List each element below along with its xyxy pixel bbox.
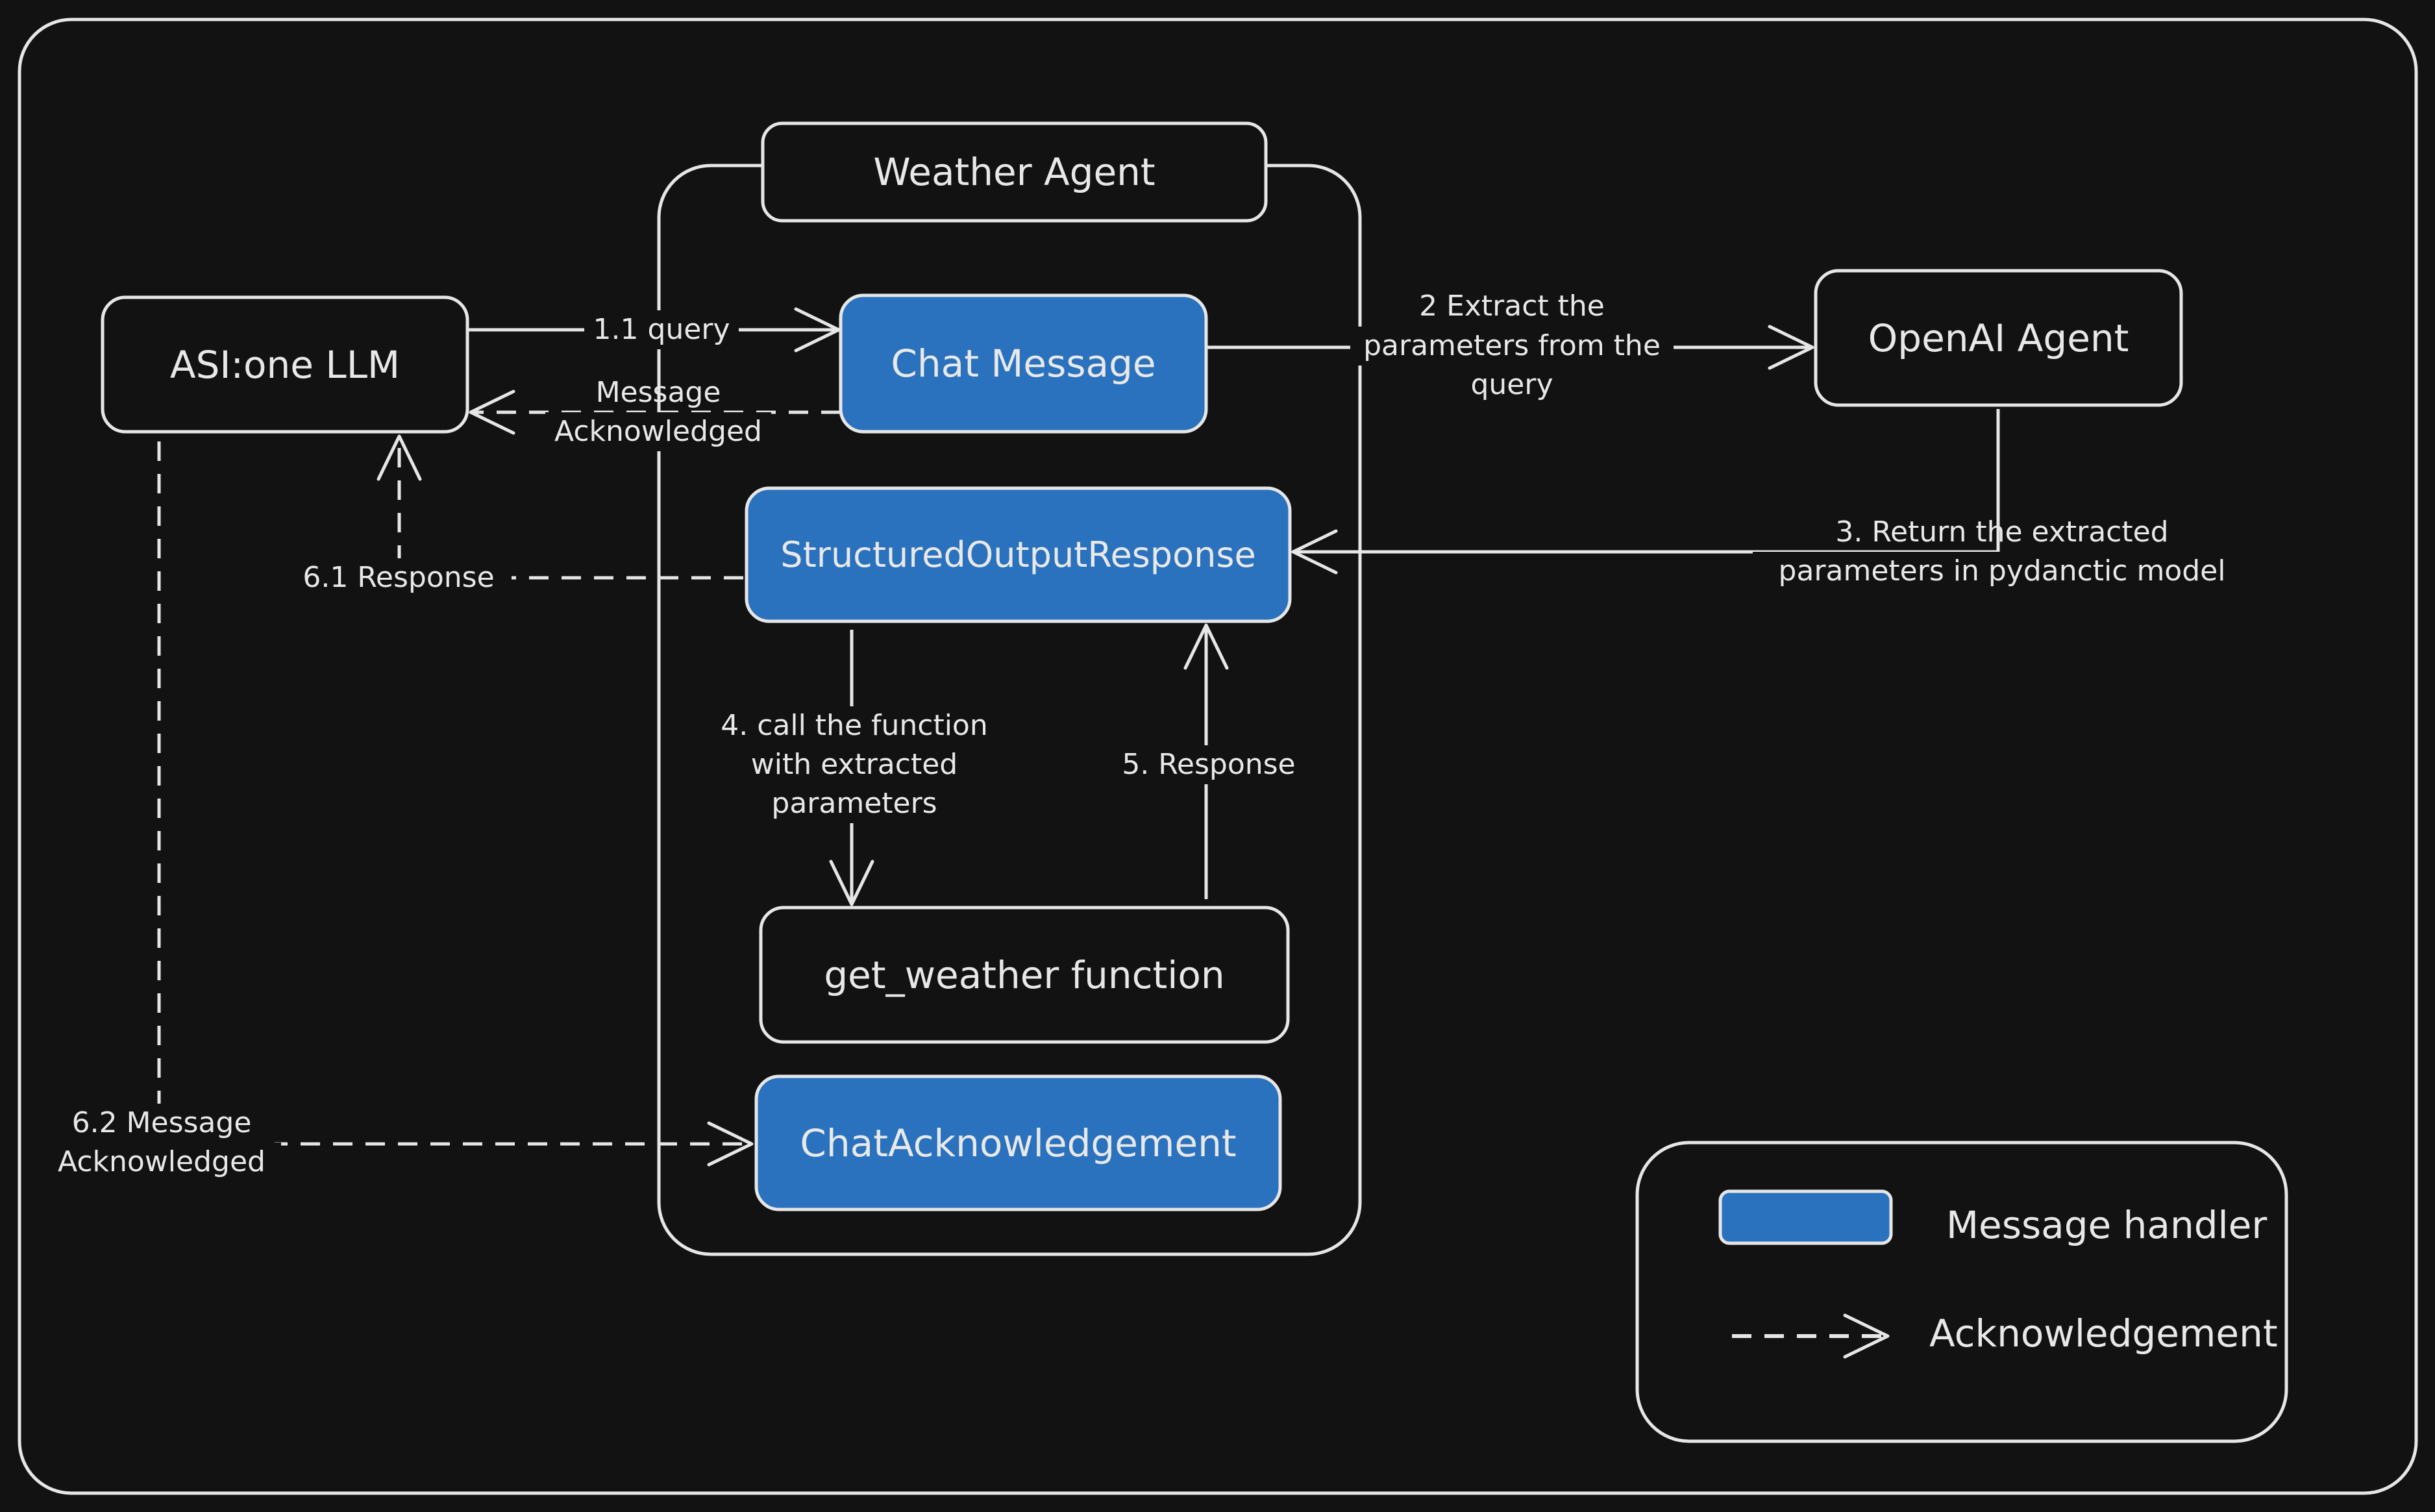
openai-agent-node [1814, 269, 2183, 407]
legend-handler-swatch [1718, 1189, 1893, 1245]
legend-box [1635, 1141, 2288, 1443]
chat-ack-node [754, 1074, 1282, 1211]
edge-msg-ack-line2: Acknowledged [545, 412, 771, 451]
asi-one-node [101, 295, 469, 434]
legend-handler-label: Message handler [1946, 1203, 2268, 1247]
edge-3-line1: 3. Return the extracted [1835, 515, 2169, 549]
edge-6-2-line2: Acknowledged [42, 1143, 281, 1182]
edge-2-line2: parameters from the [1350, 327, 1674, 366]
edge-4-line1: 4. call the function [689, 706, 1019, 745]
weather-agent-title: Weather Agent [873, 150, 1156, 194]
edge-4-line3: parameters [689, 784, 1019, 823]
edge-1-1-label: 1.1 query [584, 310, 739, 349]
legend-ack-label: Acknowledgement [1929, 1311, 2278, 1356]
edge-5-label: 5. Response [1102, 745, 1315, 784]
edge-6-2-line1: 6.2 Message [49, 1104, 275, 1143]
edge-msg-ack-line1: Message [595, 376, 721, 409]
structured-output-label: StructuredOutputResponse [780, 534, 1256, 575]
edge-6-1-label: 6.1 Response [286, 558, 512, 597]
get-weather-label: get_weather function [824, 952, 1225, 997]
edge-2-line3: query [1470, 368, 1553, 401]
edge-2-line1: 2 Extract the [1419, 290, 1605, 323]
chat-message-label: Chat Message [891, 341, 1156, 386]
weather-agent-title-box [761, 121, 1268, 223]
structured-output-node [745, 486, 1292, 623]
edge-4-line2: with extracted [689, 745, 1019, 784]
outer-frame [18, 18, 2418, 1495]
openai-agent-label: OpenAI Agent [1868, 316, 2129, 360]
asi-one-label: ASI:one LLM [169, 342, 401, 387]
chat-ack-label: ChatAcknowledgement [800, 1121, 1237, 1165]
get-weather-node [759, 906, 1290, 1044]
edge-3-line2: parameters in pydanctic model [1753, 552, 2251, 591]
edge-6-2-ack [157, 441, 754, 1167]
chat-message-node [839, 293, 1208, 434]
